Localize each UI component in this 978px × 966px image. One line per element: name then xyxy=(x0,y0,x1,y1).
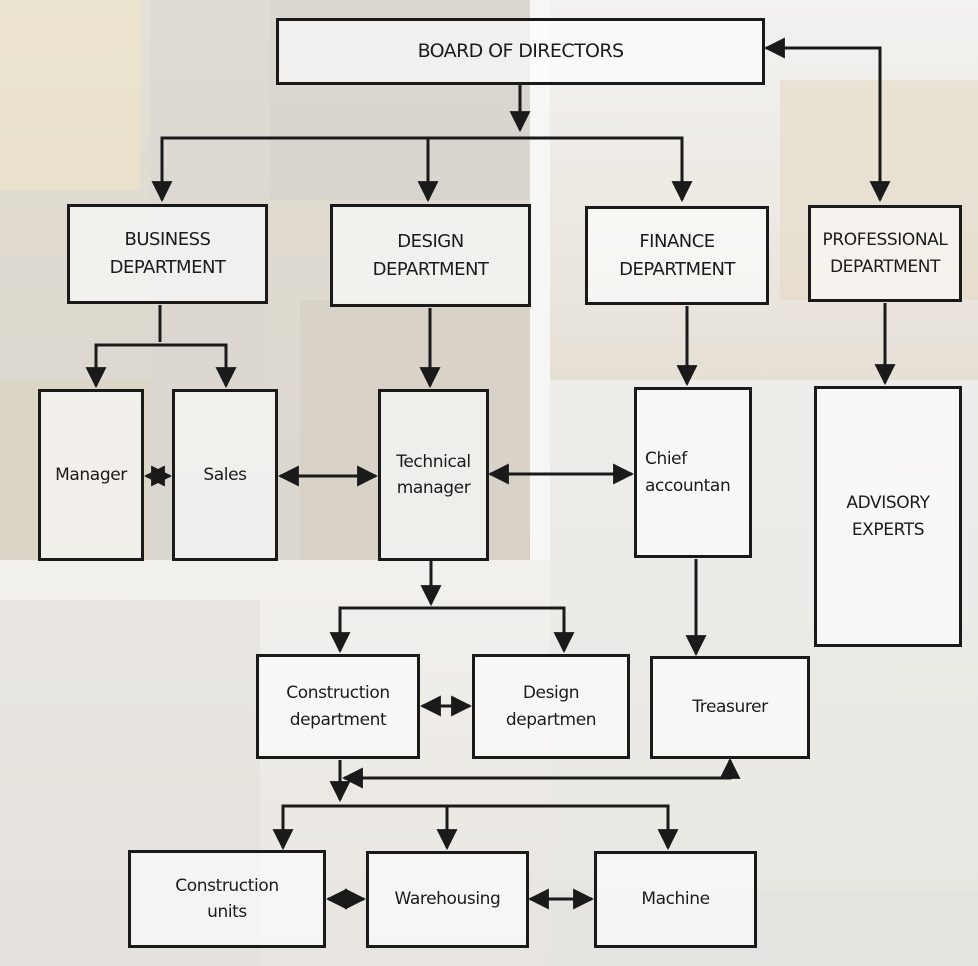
advisory-experts-line2: EXPERTS xyxy=(851,519,925,540)
construction-department-line1: Construction xyxy=(286,683,390,704)
bus-line xyxy=(151,136,693,203)
finance-department-line2: DEPARTMENT xyxy=(619,258,735,280)
construction-units-line1: Construction xyxy=(175,875,279,896)
advisory-experts-box: ADVISORY EXPERTS xyxy=(814,386,962,647)
chief-accountant-box: Chief accountan xyxy=(634,387,752,558)
design-department-line2: DEPARTMENT xyxy=(372,258,489,280)
manager-box: Manager xyxy=(38,389,144,561)
technical-manager-line2: manager xyxy=(396,478,471,498)
machine-label: Machine xyxy=(641,889,710,910)
professional-department-line1: PROFESSIONAL xyxy=(822,230,948,251)
advisory-experts-line1: ADVISORY xyxy=(846,493,930,514)
professional-department-line2: DEPARTMENT xyxy=(829,256,941,277)
finance-department-line1: FINANCE xyxy=(639,230,715,252)
design-departmen-box: Design departmen xyxy=(472,654,630,759)
chief-accountant-line1: Chief xyxy=(645,449,687,470)
design-departmen-line2: departmen xyxy=(505,709,597,730)
sales-label: Sales xyxy=(203,464,247,485)
treasurer-label: Treasurer xyxy=(692,697,768,718)
professional-department-box: PROFESSIONAL DEPARTMENT xyxy=(808,205,962,302)
construction-units-line2: units xyxy=(207,902,247,922)
manager-label: Manager xyxy=(55,464,127,485)
technical-manager-line1: Technical xyxy=(396,451,471,472)
technical-manager-box: Technical manager xyxy=(378,389,489,561)
sales-box: Sales xyxy=(172,389,278,561)
warehousing-box: Warehousing xyxy=(366,851,529,948)
finance-department-box: FINANCE DEPARTMENT xyxy=(585,206,769,305)
chief-accountant-line2: accountan xyxy=(645,475,731,496)
construction-department-line2: department xyxy=(289,709,387,730)
machine-box: Machine xyxy=(594,851,757,948)
board-of-directors-box: BOARD OF DIRECTORS xyxy=(276,18,765,85)
business-department-line1: BUSINESS xyxy=(124,229,211,251)
construction-units-box: Construction units xyxy=(128,850,326,948)
business-department-line2: DEPARTMENT xyxy=(109,257,226,278)
construction-department-box: Construction department xyxy=(256,654,420,759)
business-department-box: BUSINESS DEPARTMENT xyxy=(67,204,268,304)
design-department-line1: DESIGN xyxy=(397,230,464,252)
design-departmen-line1: Design xyxy=(522,683,580,704)
treasurer-box: Treasurer xyxy=(650,656,810,759)
design-department-box: DESIGN DEPARTMENT xyxy=(330,204,531,307)
warehousing-label: Warehousing xyxy=(394,889,501,910)
board-of-directors-label: BOARD OF DIRECTORS xyxy=(417,39,624,62)
